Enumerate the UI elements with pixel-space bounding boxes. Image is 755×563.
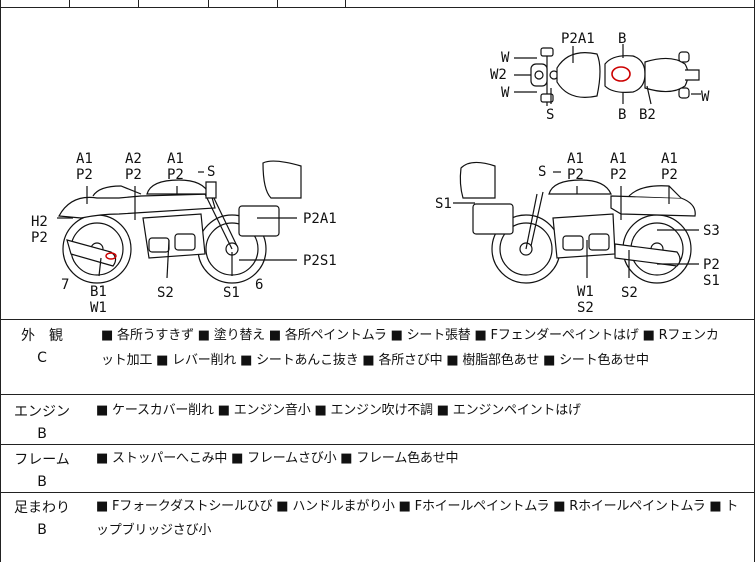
top-view-motorcycle [514,44,701,106]
category-cell: フレーム B [1,449,83,493]
table-divider [277,0,278,7]
damage-label: P2 [661,167,678,183]
damage-label: S2 [577,300,594,316]
damage-label: P2A1 [303,211,337,227]
remarks-row-frame: フレーム B ■ ストッパーへこみ中 ■ フレームさび小 ■ フレーム色あせ中 [1,444,754,493]
category-cell: エンジン B [1,401,83,445]
category-label: 外 観 [21,328,63,344]
remarks-row-suspension: 足まわり B ■ Fフォークダストシールひび ■ ハンドルまがり小 ■ Fホイー… [1,492,754,563]
damage-label: W [701,89,710,105]
remarks-line: ■ Fフォークダストシールひび ■ ハンドルまがり小 ■ Fホイールペイントムラ… [96,499,739,514]
damage-label: P2 [31,230,48,246]
damage-label: W1 [577,284,594,300]
remarks-text: ■ 各所うすきず ■ 塗り替え ■ 各所ペイントムラ ■ シート張替 ■ Fフェ… [101,323,751,373]
table-row-cut-off [0,0,755,8]
damage-label: S1 [435,196,452,212]
table-divider [345,0,346,7]
remarks-line: ■ ケースカバー削れ ■ エンジン音小 ■ エンジン吹け不調 ■ エンジンペイン… [96,403,581,418]
left-view-labels: A1 P2 A2 P2 A1 P2 S H2 P2 P2A1 P2S1 7 B1… [31,151,337,316]
damage-label: P2 [167,167,184,183]
top-view-labels: W W2 W P2A1 B S B B2 W [490,31,710,123]
remarks-line: ■ ストッパーへこみ中 ■ フレームさび小 ■ フレーム色あせ中 [96,451,459,466]
damage-label: S [538,164,546,180]
damage-label: S2 [157,285,174,301]
damage-label: P2A1 [561,31,595,47]
damage-label: 7 [61,277,69,293]
remarks-line: ップブリッジさび小 [96,523,212,538]
damage-label: P2 [125,167,142,183]
remarks-text: ■ ケースカバー削れ ■ エンジン音小 ■ エンジン吹け不調 ■ エンジンペイン… [96,399,746,423]
damage-label: A1 [610,151,627,167]
remarks-row-exterior: 外 観 C ■ 各所うすきず ■ 塗り替え ■ 各所ペイントムラ ■ シート張替… [1,320,754,394]
damage-label: S [207,164,215,180]
category-cell: 足まわり B [1,497,83,541]
damage-label: W2 [490,67,507,83]
damage-label: B [618,31,626,47]
damage-label: S2 [621,285,638,301]
damage-label: A1 [567,151,584,167]
table-divider [138,0,139,7]
left-side-motorcycle [57,160,302,284]
motorcycle-diagram: W W2 W P2A1 B S B B2 W A1 P2 A2 P2 A1 P2… [31,31,720,316]
damage-label: 6 [255,277,263,293]
damage-label: B1 [90,284,107,300]
category-label: フレーム [14,452,70,468]
table-divider [208,0,209,7]
category-cell: 外 観 C [1,325,83,369]
damage-label: P2 [610,167,627,183]
remarks-text: ■ Fフォークダストシールひび ■ ハンドルまがり小 ■ Fホイールペイントムラ… [96,495,746,543]
grade-label: C [37,350,47,366]
category-label: エンジン [14,404,70,420]
remarks-text: ■ ストッパーへこみ中 ■ フレームさび小 ■ フレーム色あせ中 [96,447,746,471]
damage-label: S [546,107,554,123]
damage-label: A1 [661,151,678,167]
damage-label: P2 [76,167,93,183]
damage-label: A1 [167,151,184,167]
damage-label: S1 [223,285,240,301]
damage-label: P2S1 [303,253,337,269]
remarks-line: ■ 各所うすきず ■ 塗り替え ■ 各所ペイントムラ ■ シート張替 ■ Fフェ… [101,328,719,343]
damage-label: H2 [31,214,48,230]
damage-label: W [501,50,510,66]
damage-diagram-panel: W W2 W P2A1 B S B B2 W A1 P2 A2 P2 A1 P2… [0,8,755,319]
damage-label: A1 [76,151,93,167]
grade-label: B [37,474,47,490]
category-label: 足まわり [14,500,70,516]
damage-label: S1 [703,273,720,289]
grade-label: B [37,522,47,538]
damage-label: B [618,107,626,123]
remarks-row-engine: エンジン B ■ ケースカバー削れ ■ エンジン音小 ■ エンジン吹け不調 ■ … [1,394,754,445]
damage-label: P2 [703,257,720,273]
remarks-line: ット加工 ■ レバー削れ ■ シートあんこ抜き ■ 各所さび中 ■ 樹脂部色あせ… [101,353,649,368]
table-divider [69,0,70,7]
right-side-motorcycle [453,161,699,284]
damage-label: B2 [639,107,656,123]
grade-label: B [37,426,47,442]
damage-label: A2 [125,151,142,167]
condition-remarks-table: 外 観 C ■ 各所うすきず ■ 塗り替え ■ 各所ペイントムラ ■ シート張替… [0,319,755,562]
damage-label: W [501,85,510,101]
right-view-labels: S A1 P2 A1 P2 A1 P2 S1 S3 P2 S1 W1 S2 S2 [435,151,720,316]
damage-label: W1 [90,300,107,316]
damage-label: S3 [703,223,720,239]
damage-label: P2 [567,167,584,183]
